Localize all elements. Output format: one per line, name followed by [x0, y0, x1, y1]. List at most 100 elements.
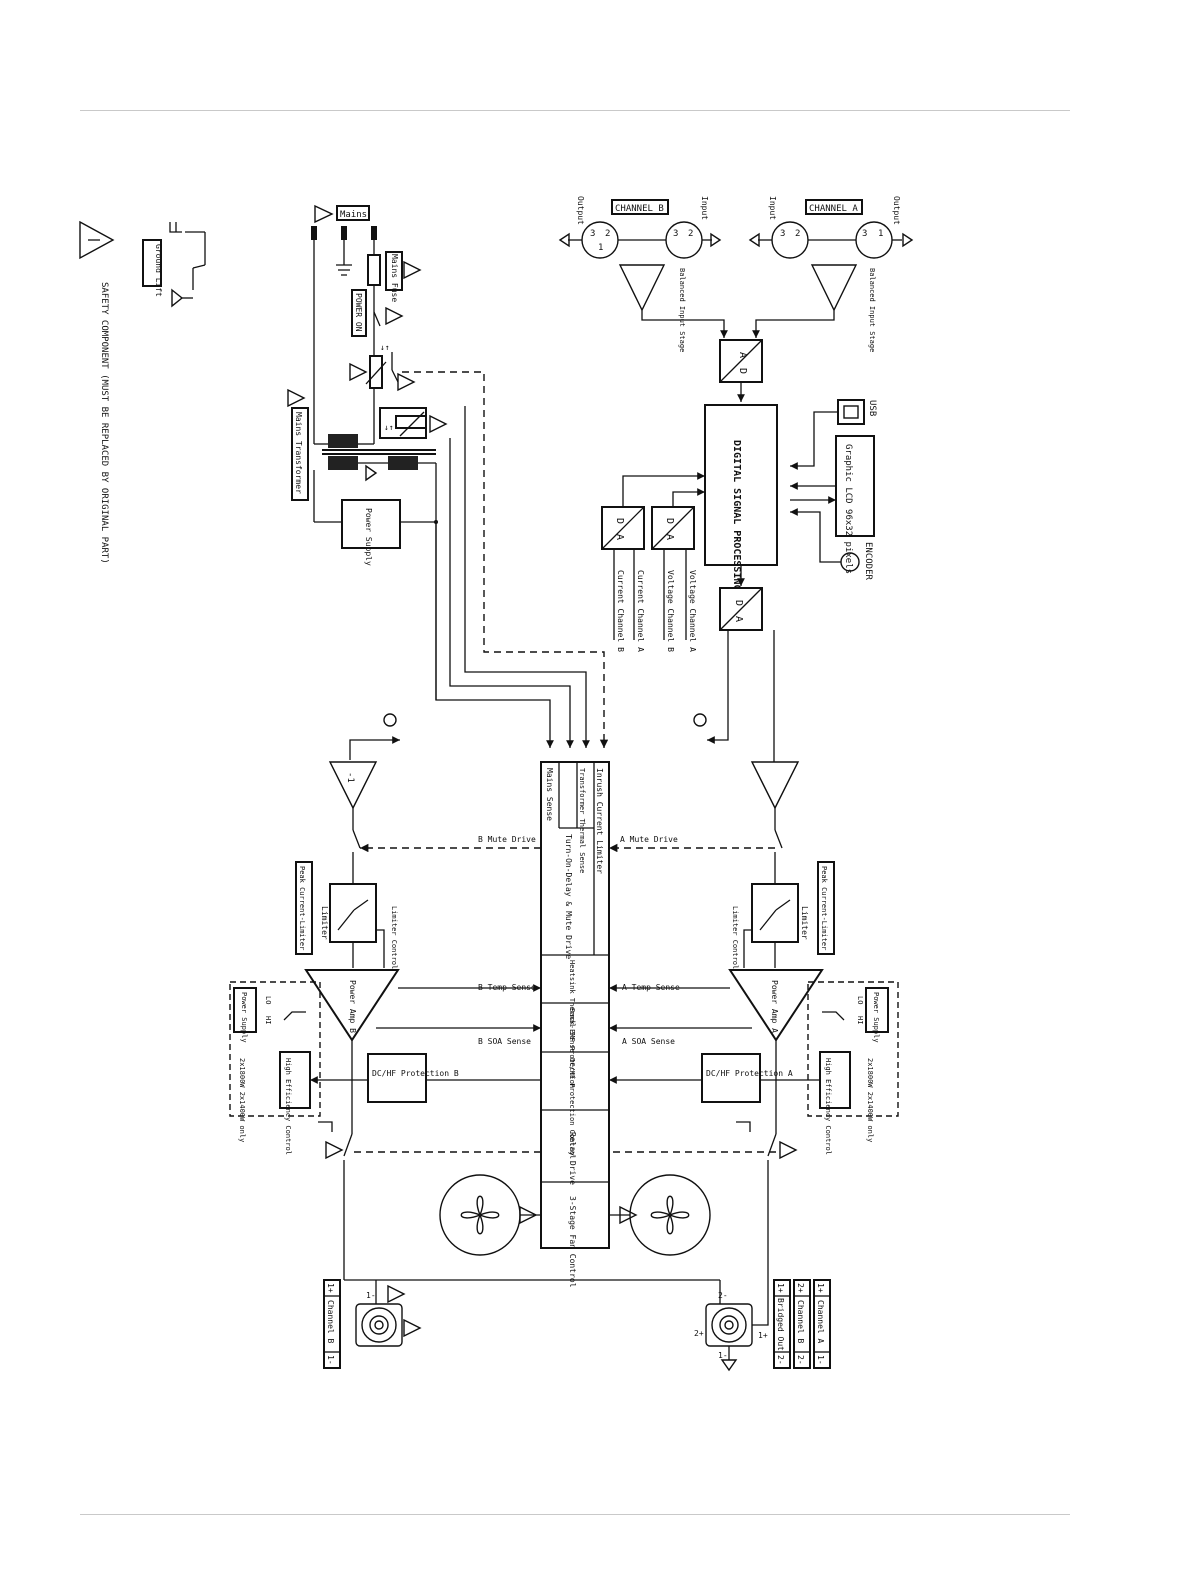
svg-text:1+: 1+	[776, 1283, 785, 1293]
svg-text:Channel B: Channel B	[796, 1300, 805, 1344]
svg-text:Current Channel A: Current Channel A	[636, 570, 645, 652]
dc-hf-b-label: DC/HF Protection B	[372, 1069, 459, 1078]
svg-text:2x1800W 2x1400W only: 2x1800W 2x1400W only	[866, 1058, 874, 1142]
svg-text:2-: 2-	[718, 1291, 728, 1300]
svg-text:↓↑: ↓↑	[380, 343, 390, 352]
graphic-lcd	[835, 435, 875, 537]
svg-text:2: 2	[605, 229, 610, 239]
transformer-thermal-label: Transformer Thermal Sense	[578, 768, 586, 873]
safety-note: SAFETY COMPONENT (MUST BE REPLACED BY OR…	[99, 282, 109, 564]
high-efficiency-b	[279, 1051, 311, 1109]
heatsink-label: Heatsink Thermal Sense	[568, 960, 576, 1053]
svg-text:2: 2	[688, 229, 693, 239]
fan-control-label: 3-Stage Fan Control	[568, 1196, 577, 1288]
channel-b-output-labels: 1+ Channel B 1-	[323, 1279, 341, 1369]
a-temp-label: A Temp Sense	[622, 983, 680, 992]
svg-text:HI: HI	[856, 1016, 864, 1024]
svg-text:1-: 1-	[366, 1291, 376, 1300]
dc-hf-a-label: DC/HF Protection A	[706, 1069, 793, 1078]
output-relay-b	[318, 1040, 720, 1281]
xlr-input-a: 3 2 3 1	[748, 221, 914, 259]
svg-text:1+: 1+	[816, 1283, 825, 1293]
bottom-rule	[80, 1514, 1070, 1515]
svg-text:LO: LO	[856, 996, 864, 1004]
svg-text:Power Amp B: Power Amp B	[348, 980, 357, 1033]
peak-limiter-a-label: Peak Current-Limiter	[820, 866, 828, 950]
psu-a	[865, 987, 889, 1033]
channel-b-label: CHANNEL B	[615, 204, 664, 214]
relay-drive-label: Relay Drive	[568, 1132, 577, 1185]
svg-text:2-: 2-	[776, 1355, 785, 1365]
driver-a	[750, 761, 800, 810]
svg-text:Power Supply: Power Supply	[240, 992, 248, 1043]
dsp-block	[704, 404, 778, 566]
svg-text:Limiter: Limiter	[800, 906, 809, 940]
svg-text:D: D	[737, 368, 748, 374]
svg-text:2+: 2+	[796, 1283, 805, 1293]
a-soa-label: A SOA Sense	[622, 1037, 675, 1046]
svg-text:D: D	[614, 518, 625, 524]
warning-icon	[79, 220, 115, 260]
svg-text:-1: -1	[345, 772, 355, 783]
dc-hf-protection-b	[367, 1053, 427, 1103]
svg-text:High Efficiency Control: High Efficiency Control	[824, 1058, 832, 1155]
svg-text:Voltage Channel B: Voltage Channel B	[666, 570, 675, 652]
mains-label: Mains	[340, 210, 367, 220]
high-efficiency-a	[819, 1051, 851, 1109]
speakon-icon	[705, 1280, 769, 1372]
usb-label: USB	[867, 400, 877, 416]
svg-text:A: A	[614, 534, 625, 540]
ground-lift-switch: Ground Lift	[142, 222, 206, 308]
warning-icon	[385, 306, 404, 326]
svg-text:1-: 1-	[326, 1355, 335, 1365]
inrush-label: Inrush Current Limiter	[595, 768, 604, 874]
svg-text:2x1800W 2x1400W only: 2x1800W 2x1400W only	[238, 1058, 246, 1142]
b-temp-label: B Temp Sense	[478, 983, 536, 992]
svg-text:High Efficiency Control: High Efficiency Control	[284, 1058, 292, 1155]
mains-transformer-box	[291, 407, 309, 501]
svg-text:A: A	[737, 352, 748, 358]
dsp-label: DIGITAL SIGNAL PROCESSING	[731, 440, 742, 591]
channel-a-output-labels: 1+ Channel A 1-	[813, 1279, 831, 1369]
svg-text:3: 3	[780, 229, 785, 239]
mains-fuse-label: Mains Fuse	[390, 254, 399, 302]
warning-icon	[403, 260, 422, 280]
power-amp-a	[728, 969, 824, 1042]
turn-on-delay-label: Turn-On-Delay & Mute Drive	[564, 834, 573, 959]
svg-text:Limiter Control: Limiter Control	[731, 906, 739, 969]
b-soa-label: B SOA Sense	[478, 1037, 531, 1046]
svg-text:Current Channel B: Current Channel B	[616, 570, 625, 652]
svg-text:D: D	[733, 600, 744, 606]
svg-text:Power Supply: Power Supply	[872, 992, 880, 1043]
inrush-circuit: ↓↑	[349, 343, 416, 392]
dc-hf-protection-a	[701, 1053, 761, 1103]
mains-transformer	[313, 434, 437, 700]
svg-text:1-: 1-	[816, 1355, 825, 1365]
dc-hf-control-label: DC/HF Protection Control	[568, 1058, 576, 1159]
channel-b-2-labels: 2+ Channel B 2-	[793, 1279, 811, 1369]
svg-text:3: 3	[862, 229, 867, 239]
power-supply	[341, 499, 401, 549]
svg-text:Ground Lift: Ground Lift	[154, 244, 163, 297]
svg-text:Channel A: Channel A	[816, 1300, 825, 1344]
svg-text:3: 3	[673, 229, 678, 239]
psu-b	[233, 987, 257, 1033]
svg-text:Channel B: Channel B	[326, 1300, 335, 1344]
balanced-input-a	[810, 264, 858, 312]
warning-icon	[287, 388, 306, 408]
svg-text:1: 1	[878, 229, 883, 239]
svg-text:Limiter: Limiter	[320, 906, 329, 940]
output-relay-a	[609, 1040, 798, 1280]
svg-text:Balanced Input Stage: Balanced Input Stage	[678, 268, 686, 352]
svg-text:Limiter Control: Limiter Control	[390, 906, 398, 969]
svg-text:Bridged Out: Bridged Out	[776, 1298, 785, 1351]
svg-text:2+: 2+	[694, 1329, 704, 1338]
svg-text:Graphic LCD 96x32 pixels: Graphic LCD 96x32 pixels	[843, 444, 853, 574]
peak-limiter-b-label: Peak Current-Limiter	[298, 866, 306, 950]
svg-text:A: A	[733, 616, 744, 622]
power-amp-b	[304, 969, 400, 1042]
limiter-b	[329, 883, 377, 943]
svg-text:1+: 1+	[758, 1331, 768, 1340]
svg-text:HI: HI	[264, 1016, 272, 1024]
